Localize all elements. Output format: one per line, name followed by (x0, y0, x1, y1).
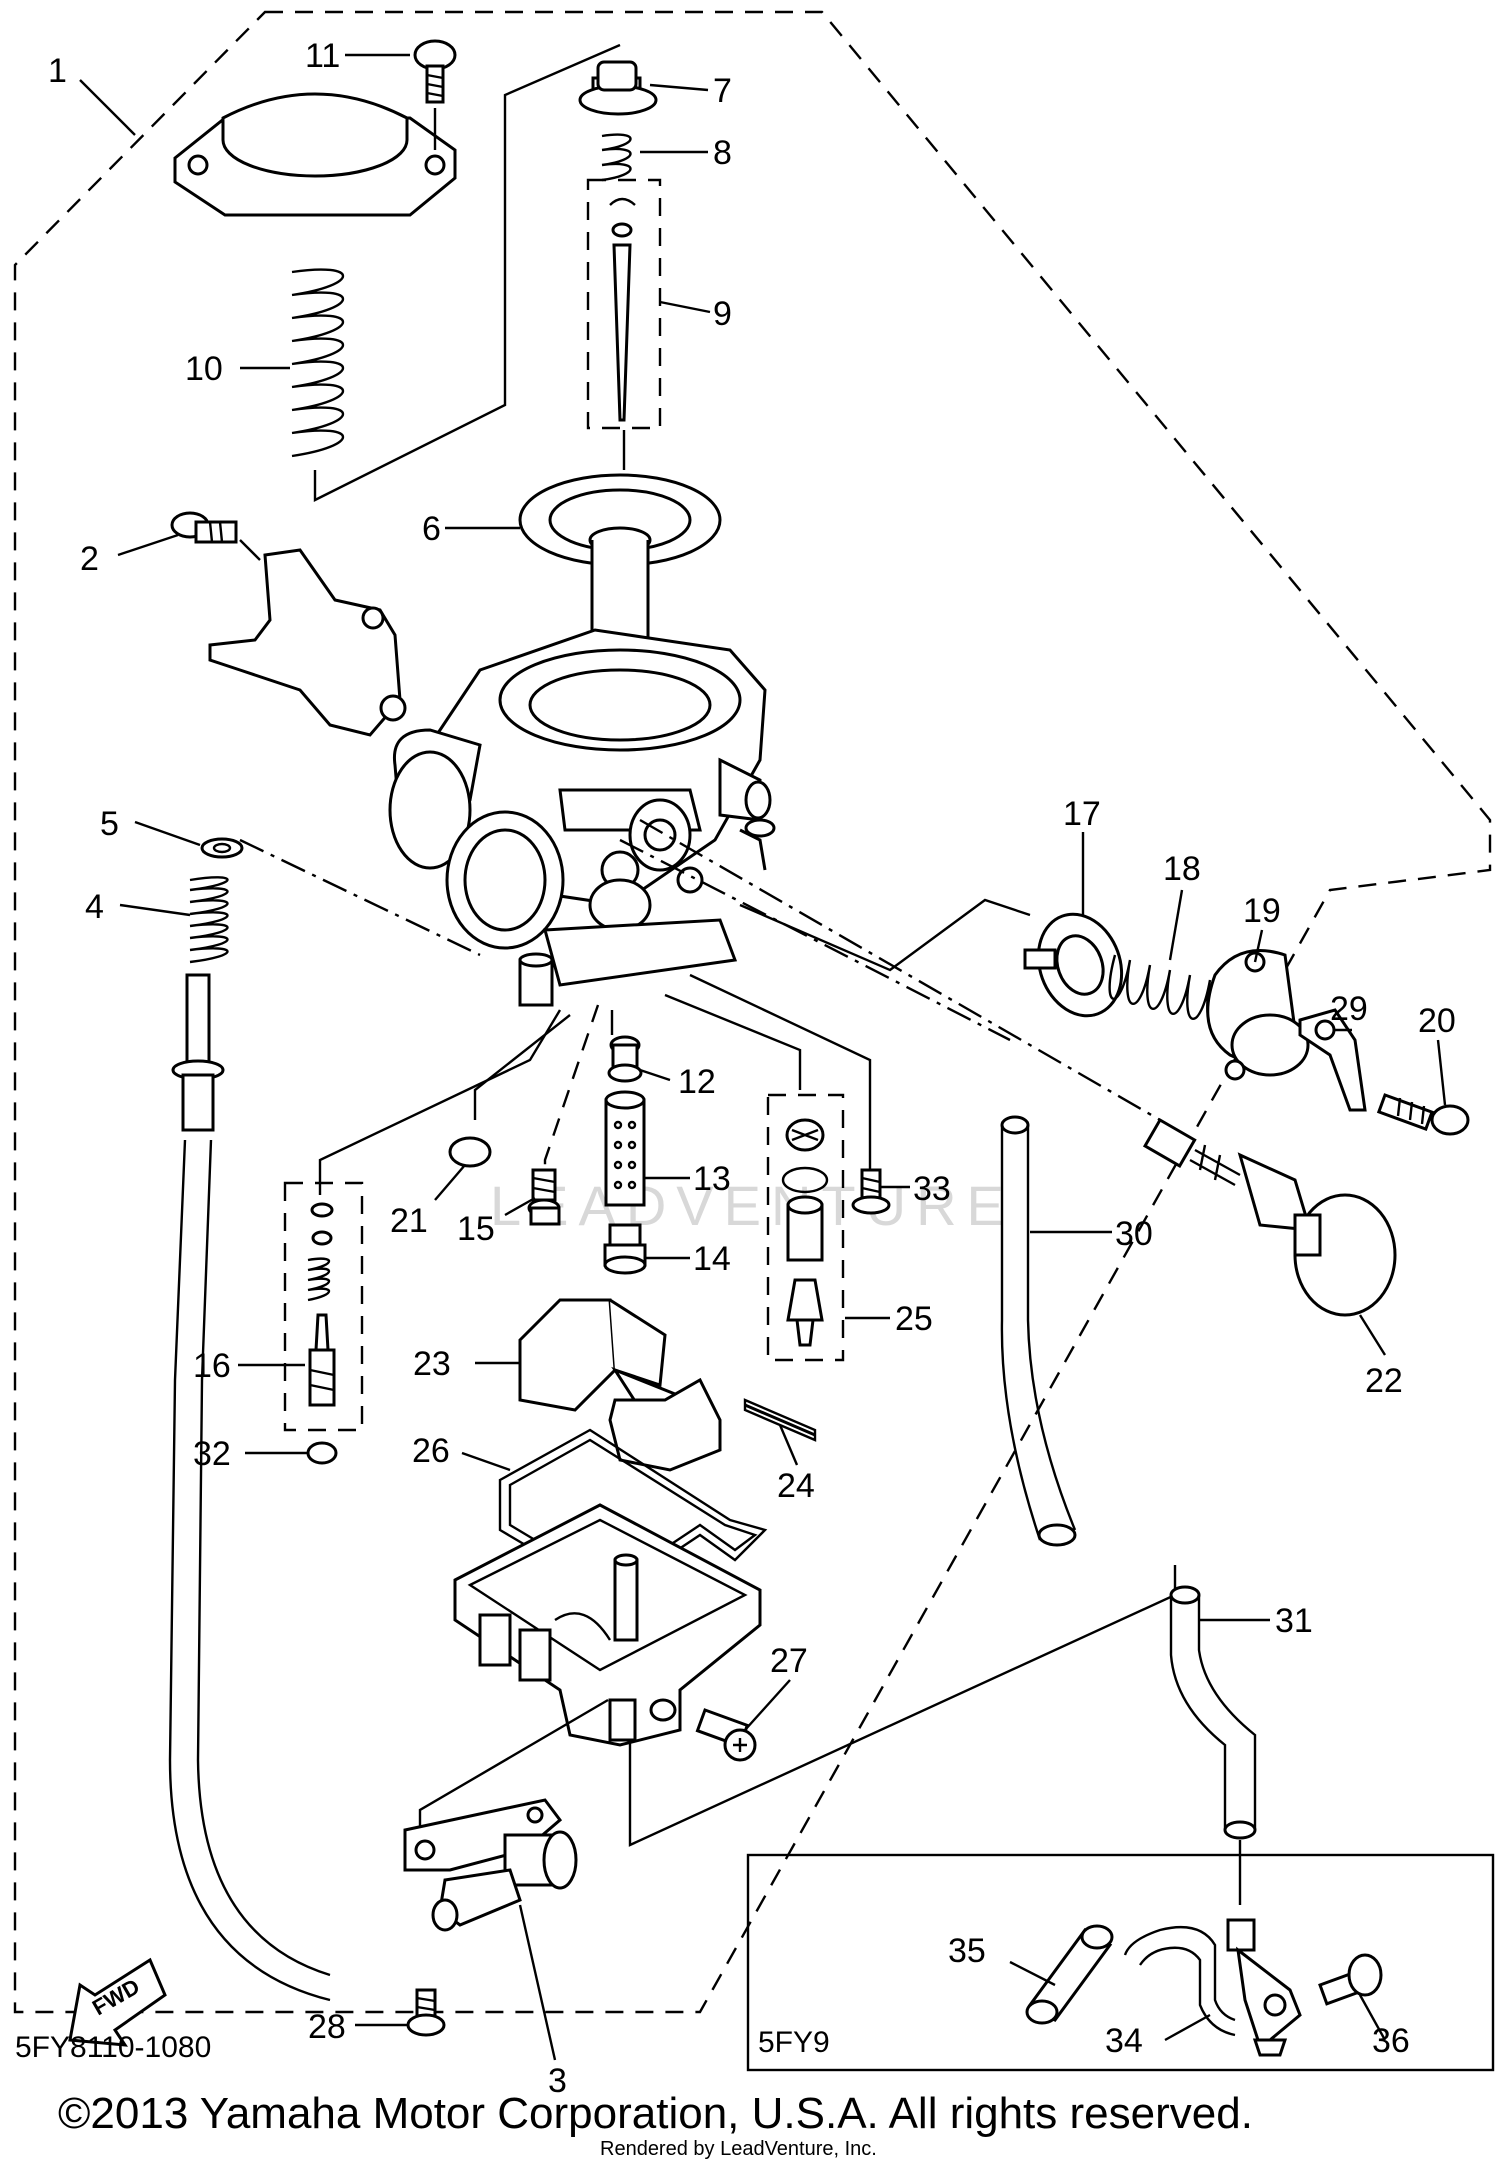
fuel-hose-31 (1169, 1585, 1257, 1840)
spring-4 (189, 876, 229, 964)
needle-jet-13 (604, 1090, 646, 1207)
lead-15 (543, 1004, 600, 1180)
main-jet-14 (603, 1223, 647, 1275)
needle-9 (609, 197, 636, 422)
lead-25 (664, 993, 802, 1090)
callout-36: 36 (1372, 2022, 1410, 2060)
screw-36 (1318, 1953, 1383, 2006)
callout-9: 9 (713, 295, 732, 333)
callout-35: 35 (948, 1932, 986, 1970)
callout-26: 26 (412, 1432, 450, 1470)
callout-25: 25 (895, 1300, 933, 1338)
callout-34: 34 (1105, 2022, 1143, 2060)
watermark: LEADVENTURE (490, 1174, 1014, 1237)
callout-17: 17 (1063, 795, 1101, 833)
float-valve-kit-box (766, 1093, 845, 1362)
pilot-screw-kit-box (283, 1181, 364, 1432)
screw-2 (170, 511, 238, 544)
callout-33: 33 (913, 1170, 951, 1208)
fuel-cock-3 (403, 1798, 578, 1932)
throttle-cable (168, 973, 331, 2002)
callout-31: 31 (1275, 1602, 1313, 1640)
spring-10 (291, 268, 344, 458)
callout-leaders (79, 53, 1447, 2061)
bracket-link (313, 43, 621, 502)
callout-16: 16 (193, 1347, 231, 1385)
bracket-29 (1298, 1008, 1367, 1112)
callout-14: 14 (693, 1240, 731, 1278)
callout-3: 3 (548, 2062, 567, 2100)
needle-kit-box (586, 178, 662, 430)
screw-20 (1376, 1093, 1470, 1136)
diaphragm-17 (1023, 912, 1124, 1018)
callout-7: 7 (713, 72, 732, 110)
rendered-by: Rendered by LeadVenture, Inc. (600, 2138, 877, 2160)
diaphragm-cover (173, 92, 457, 217)
cover-19 (1206, 949, 1310, 1081)
screw-11 (413, 39, 457, 150)
throttle-bracket (208, 548, 402, 737)
callout-32: 32 (193, 1435, 231, 1473)
inset-label: 5FY9 (758, 2026, 830, 2059)
inset-box (746, 1853, 1495, 2072)
callout-5: 5 (100, 805, 119, 843)
callout-19: 19 (1243, 892, 1281, 930)
diagram-code: 5FY8110-1080 (15, 2031, 211, 2064)
cap-32 (306, 1441, 338, 1465)
callout-11: 11 (305, 37, 340, 75)
float-23 (518, 1298, 722, 1472)
callout-6: 6 (422, 510, 441, 548)
callout-29: 29 (1330, 990, 1368, 1028)
callout-27: 27 (770, 1642, 808, 1680)
callout-2: 2 (80, 540, 99, 578)
spring-18 (1108, 954, 1232, 1025)
washer-5 (200, 837, 244, 859)
pilot-screw-16 (307, 1202, 336, 1407)
callout-22: 22 (1365, 1362, 1403, 1400)
pipe-34 (1123, 1918, 1302, 2057)
callout-4: 4 (85, 888, 104, 926)
washer-21 (448, 1136, 492, 1168)
callout-18: 18 (1163, 850, 1201, 888)
callout-28: 28 (308, 2008, 346, 2046)
drain-screw-27 (695, 1708, 757, 1762)
callout-12: 12 (678, 1063, 716, 1101)
copyright: ©2013 Yamaha Motor Corporation, U.S.A. A… (58, 2089, 1253, 2138)
callout-30: 30 (1115, 1215, 1153, 1253)
callout-24: 24 (777, 1467, 815, 1505)
lead-17 (739, 898, 1031, 972)
spring-8 (601, 133, 632, 182)
screw-33 (851, 1168, 891, 1215)
cable-axis (239, 838, 481, 957)
cap-7 (578, 60, 658, 116)
float-bowl (453, 1503, 762, 1747)
callout-8: 8 (713, 134, 732, 172)
callout-23: 23 (413, 1345, 451, 1383)
callout-1: 1 (48, 52, 67, 90)
lead-33 (689, 973, 872, 1170)
hose-35 (1025, 1924, 1114, 2025)
callout-labels: 1 2 3 4 5 6 7 8 9 10 11 12 13 14 15 16 1… (48, 37, 1456, 2100)
tube-axis (619, 838, 1011, 1042)
diaphragm-6 (518, 473, 722, 652)
lead-21 (473, 1014, 571, 1120)
vent-tube-30 (1000, 1115, 1077, 1547)
lead-16 (318, 1009, 562, 1195)
callout-21: 21 (390, 1202, 428, 1240)
callout-10: 10 (185, 350, 223, 388)
callout-15: 15 (457, 1210, 495, 1248)
assembly-boundary (13, 10, 1492, 2014)
lead-31 (628, 1565, 1177, 1847)
screw-15 (527, 1168, 561, 1226)
float-pin-24 (744, 1403, 816, 1437)
screw-2-lead (239, 539, 261, 561)
callout-20: 20 (1418, 1002, 1456, 1040)
starter-plunger-22 (1142, 1117, 1397, 1317)
jet-12 (607, 1035, 643, 1083)
carburetor-body (388, 628, 776, 1007)
needle-valve-25 (781, 1118, 829, 1347)
callout-13: 13 (693, 1160, 731, 1198)
choke-axis (639, 818, 1161, 1122)
